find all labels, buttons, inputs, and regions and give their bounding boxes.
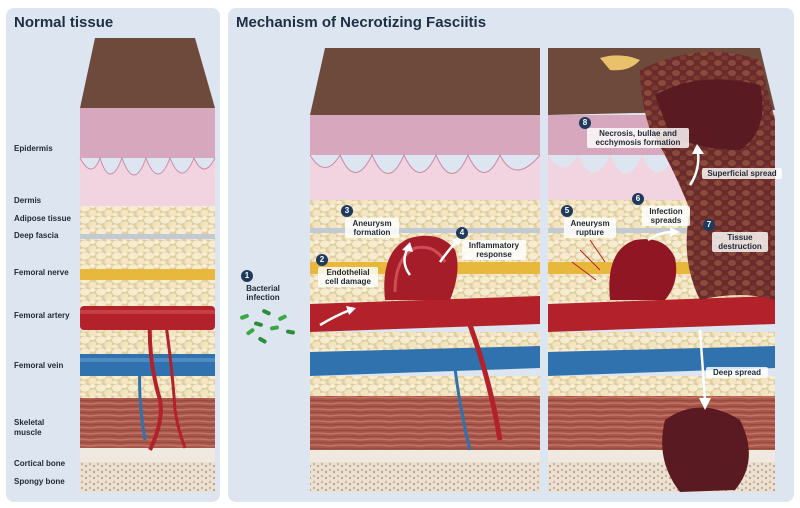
step-text-6: Infection spreads <box>642 206 690 226</box>
superficial-spread-label: Superficial spread <box>702 168 782 179</box>
label-spongy-bone: Spongy bone <box>14 477 65 486</box>
step-badge-6: 6 <box>632 193 644 205</box>
step-badge-7: 7 <box>703 219 715 231</box>
normal-tissue-column <box>79 38 216 492</box>
step-badge-1: 1 <box>241 270 253 282</box>
mechanism-right-column <box>548 48 775 492</box>
mechanism-middle-column <box>309 48 541 492</box>
label-adipose: Adipose tissue <box>14 214 71 223</box>
mechanism-title: Mechanism of Necrotizing Fasciitis <box>236 14 487 31</box>
label-dermis: Dermis <box>14 196 42 205</box>
step-text-7: Tissue destruction <box>712 232 768 252</box>
label-skeletal-muscle: Skeletal muscle <box>14 418 45 437</box>
step-text-8: Necrosis, bullae and ecchymosis formatio… <box>587 128 689 148</box>
normal-tissue-title: Normal tissue <box>14 14 114 31</box>
deep-spread-label: Deep spread <box>706 367 768 378</box>
label-cortical-bone: Cortical bone <box>14 459 66 468</box>
step-badge-4: 4 <box>456 227 468 239</box>
step-badge-2: 2 <box>316 254 328 266</box>
step-text-4: Inflammatory response <box>462 240 526 260</box>
step-text-5: Aneurysm rupture <box>564 218 616 238</box>
label-epidermis: Epidermis <box>14 144 53 153</box>
step-badge-5: 5 <box>561 205 573 217</box>
step-badge-8: 8 <box>579 117 591 129</box>
step-text-2: Endothelial cell damage <box>318 267 378 287</box>
step-text-1: Bacterial infection <box>246 284 280 302</box>
label-femoral-vein: Femoral vein <box>14 361 64 370</box>
bacteria-icon <box>240 309 295 344</box>
label-deep-fascia: Deep fascia <box>14 231 59 240</box>
step-badge-3: 3 <box>341 205 353 217</box>
step-text-3: Aneurysm formation <box>345 218 399 238</box>
label-femoral-artery: Femoral artery <box>14 311 70 320</box>
label-femoral-nerve: Femoral nerve <box>14 268 69 277</box>
